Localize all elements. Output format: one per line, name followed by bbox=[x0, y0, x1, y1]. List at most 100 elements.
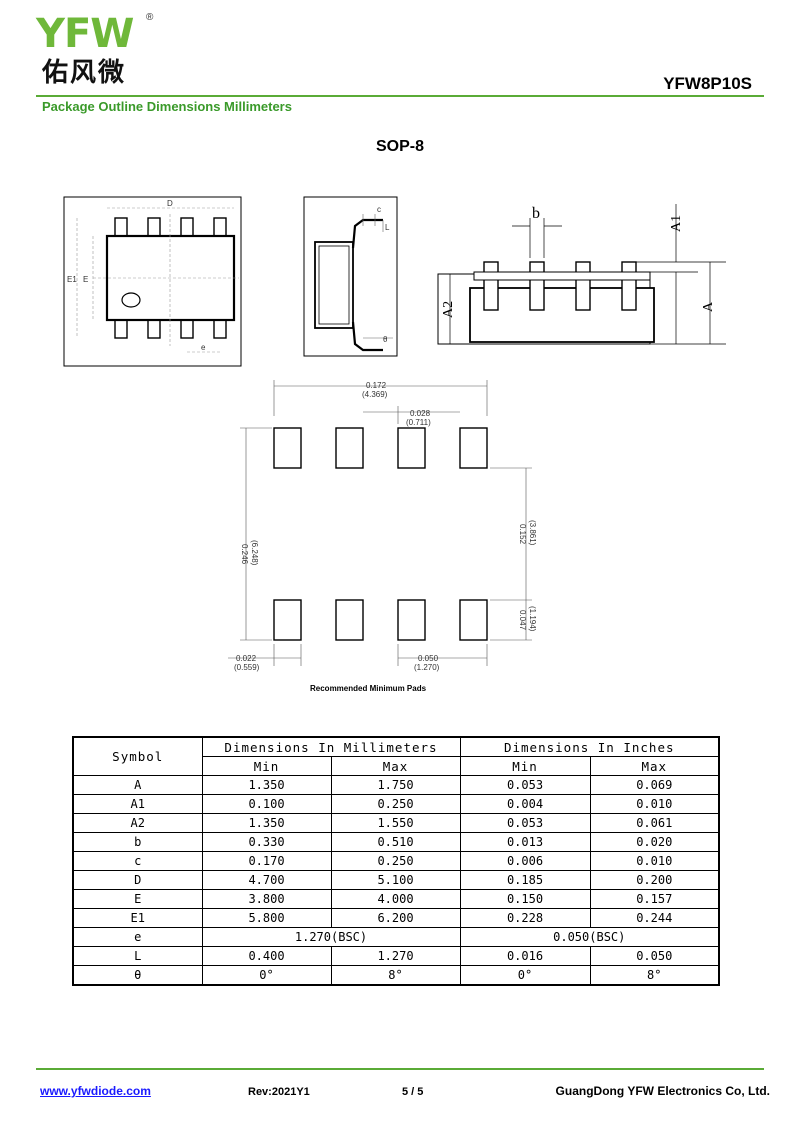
pad bbox=[459, 427, 488, 469]
in-min-cell: 0.016 bbox=[459, 946, 591, 966]
label-L: L bbox=[385, 223, 390, 232]
mm-max-cell: 5.100 bbox=[330, 870, 461, 890]
lead-top bbox=[351, 218, 383, 249]
label-e: e bbox=[201, 343, 206, 352]
lead-bottom bbox=[351, 321, 383, 352]
label-c: c bbox=[377, 205, 381, 214]
header-rule bbox=[36, 95, 764, 97]
in-max-cell: 0.069 bbox=[589, 775, 720, 795]
in-min-cell: 0.185 bbox=[459, 870, 591, 890]
pads-total-h-in: 0.246 bbox=[240, 544, 249, 565]
pads-pad-h-mm: (1.194) bbox=[528, 606, 537, 632]
mm-max-cell: 8° bbox=[330, 965, 461, 986]
mm-min-cell: 3.800 bbox=[201, 889, 332, 909]
in-min-cell: 0.053 bbox=[459, 813, 591, 833]
page-number: 5 / 5 bbox=[402, 1086, 424, 1098]
mm-min-cell: 5.800 bbox=[201, 908, 332, 928]
in-min-cell: 0.053 bbox=[459, 775, 591, 795]
symbol-cell: E1 bbox=[72, 908, 203, 928]
label-E1: E1 bbox=[67, 275, 77, 284]
pads-pitch-in: 0.050 bbox=[418, 654, 439, 663]
mm-min-cell: 1.350 bbox=[201, 775, 332, 795]
mm-max-cell: 1.750 bbox=[330, 775, 461, 795]
symbol-cell: A1 bbox=[72, 794, 203, 814]
registered-mark: ® bbox=[146, 12, 154, 23]
in-max-cell: 0.020 bbox=[589, 832, 720, 852]
symbol-cell: A bbox=[72, 775, 203, 795]
pads-inner-h-mm: (3.861) bbox=[528, 520, 537, 546]
pads-inner-h-in: 0.152 bbox=[518, 524, 527, 545]
pads-width-mm: (4.369) bbox=[362, 390, 388, 399]
pad bbox=[273, 427, 302, 469]
in-min-cell: 0.004 bbox=[459, 794, 591, 814]
front-view-drawing: b A1 A A2 bbox=[437, 204, 726, 345]
mm-max-cell: 6.200 bbox=[330, 908, 461, 928]
symbol-cell: b bbox=[72, 832, 203, 852]
top-view-drawing: D E E1 e bbox=[63, 196, 242, 367]
mm-min-cell: 0° bbox=[201, 965, 332, 986]
mm-max-cell: 4.000 bbox=[330, 889, 461, 909]
in-min-cell: 0.228 bbox=[459, 908, 591, 928]
in-max-cell: 0.061 bbox=[589, 813, 720, 833]
pads-pad-w-in: 0.022 bbox=[236, 654, 257, 663]
pin1-marker bbox=[121, 292, 141, 308]
mm-min-cell: 1.350 bbox=[201, 813, 332, 833]
in-max-cell: 0.050 bbox=[589, 946, 720, 966]
mm-max-cell: 1.270 bbox=[330, 946, 461, 966]
in-min-header: Min bbox=[459, 756, 591, 776]
symbol-cell: A2 bbox=[72, 813, 203, 833]
mm-min-cell: 4.700 bbox=[201, 870, 332, 890]
side-view-drawing: c L θ bbox=[303, 196, 398, 357]
dimensions-table: Symbol Dimensions In Millimeters Dimensi… bbox=[72, 736, 720, 986]
mm-min-cell: 0.100 bbox=[201, 794, 332, 814]
in-max-cell: 8° bbox=[589, 965, 720, 986]
pad bbox=[335, 599, 364, 641]
mm-span-cell: 1.270(BSC) bbox=[201, 927, 461, 947]
symbol-cell: E bbox=[72, 889, 203, 909]
mm-max-cell: 0.510 bbox=[330, 832, 461, 852]
pad bbox=[397, 599, 426, 641]
package-name: SOP-8 bbox=[375, 138, 424, 155]
revision: Rev:2021Y1 bbox=[248, 1086, 310, 1098]
pads-drawing: 0.172 (4.369) 0.028 (0.711) 0.246 (6.248… bbox=[228, 380, 537, 672]
label-D: D bbox=[167, 199, 173, 208]
website-link[interactable]: www.yfwdiode.com bbox=[40, 1084, 151, 1098]
side-body bbox=[314, 241, 354, 329]
top-view-frame bbox=[63, 196, 242, 367]
in-min-cell: 0.006 bbox=[459, 851, 591, 871]
in-min-cell: 0.150 bbox=[459, 889, 591, 909]
pads-pitch-mm: (1.270) bbox=[414, 663, 440, 672]
mm-header: Dimensions In Millimeters bbox=[201, 736, 461, 757]
in-max-header: Max bbox=[589, 756, 720, 776]
logo-text: YFW bbox=[36, 11, 134, 57]
in-max-cell: 0.010 bbox=[589, 794, 720, 814]
part-number: YFW8P10S bbox=[663, 74, 752, 93]
symbol-cell: θ bbox=[72, 965, 203, 986]
symbol-cell: e bbox=[72, 927, 203, 947]
label-A1: A1 bbox=[669, 215, 684, 232]
label-A: A bbox=[701, 301, 716, 312]
logo-chinese: 佑风微 bbox=[42, 58, 127, 88]
pad bbox=[459, 599, 488, 641]
mm-max-header: Max bbox=[330, 756, 461, 776]
pads-gap-in: 0.028 bbox=[410, 409, 431, 418]
pads-pad-h-in: 0.047 bbox=[518, 610, 527, 631]
pads-total-h-mm: (6.248) bbox=[250, 540, 259, 566]
company-name: GuangDong YFW Electronics Co, Ltd. bbox=[555, 1084, 770, 1098]
mm-min-cell: 0.400 bbox=[201, 946, 332, 966]
symbol-cell: D bbox=[72, 870, 203, 890]
pad bbox=[273, 599, 302, 641]
in-span-cell: 0.050(BSC) bbox=[459, 927, 720, 947]
symbol-cell: c bbox=[72, 851, 203, 871]
